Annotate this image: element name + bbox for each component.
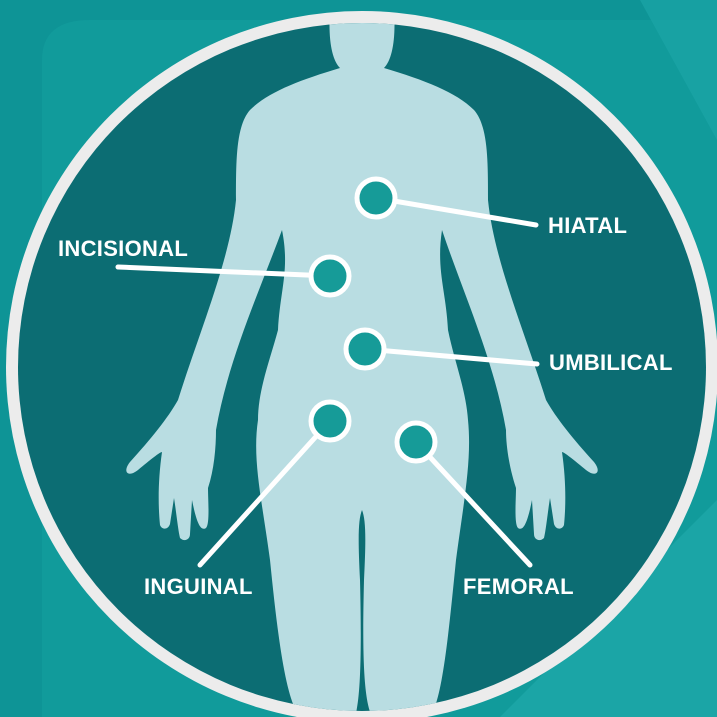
umbilical-label: UMBILICAL xyxy=(549,350,673,375)
femoral-label: FEMORAL xyxy=(463,574,574,599)
umbilical-marker xyxy=(346,330,384,368)
inguinal-label: INGUINAL xyxy=(144,574,253,599)
inguinal-marker xyxy=(311,402,349,440)
incisional-label: INCISIONAL xyxy=(58,236,188,261)
incisional-marker xyxy=(311,257,349,295)
hiatal-marker xyxy=(357,179,395,217)
femoral-marker xyxy=(397,423,435,461)
hiatal-label: HIATAL xyxy=(548,213,627,238)
